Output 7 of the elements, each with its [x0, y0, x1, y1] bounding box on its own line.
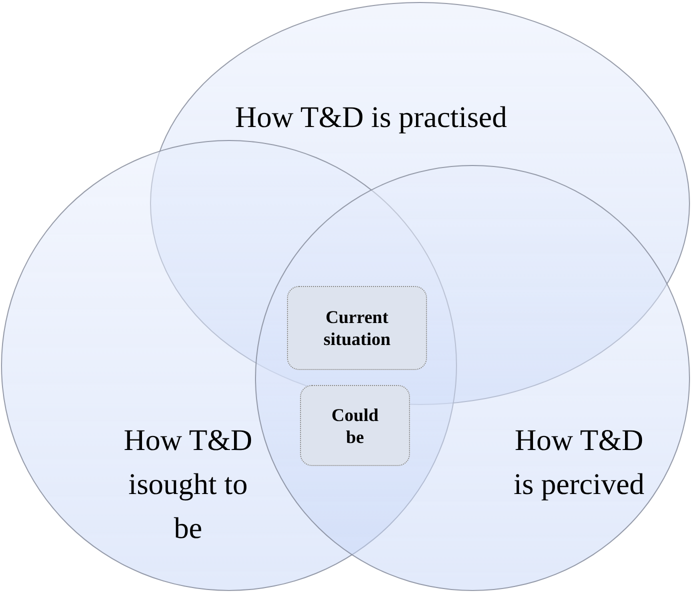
circle-label: How T&D is percived — [512, 423, 646, 503]
box-label: Could be — [330, 404, 380, 448]
dotted-box — [300, 385, 410, 466]
box-label: Current situation — [322, 306, 392, 350]
circle-label: How T&D is practised — [234, 100, 508, 136]
circle-label: How T&D isought to be — [122, 423, 254, 547]
dotted-box — [287, 286, 427, 370]
